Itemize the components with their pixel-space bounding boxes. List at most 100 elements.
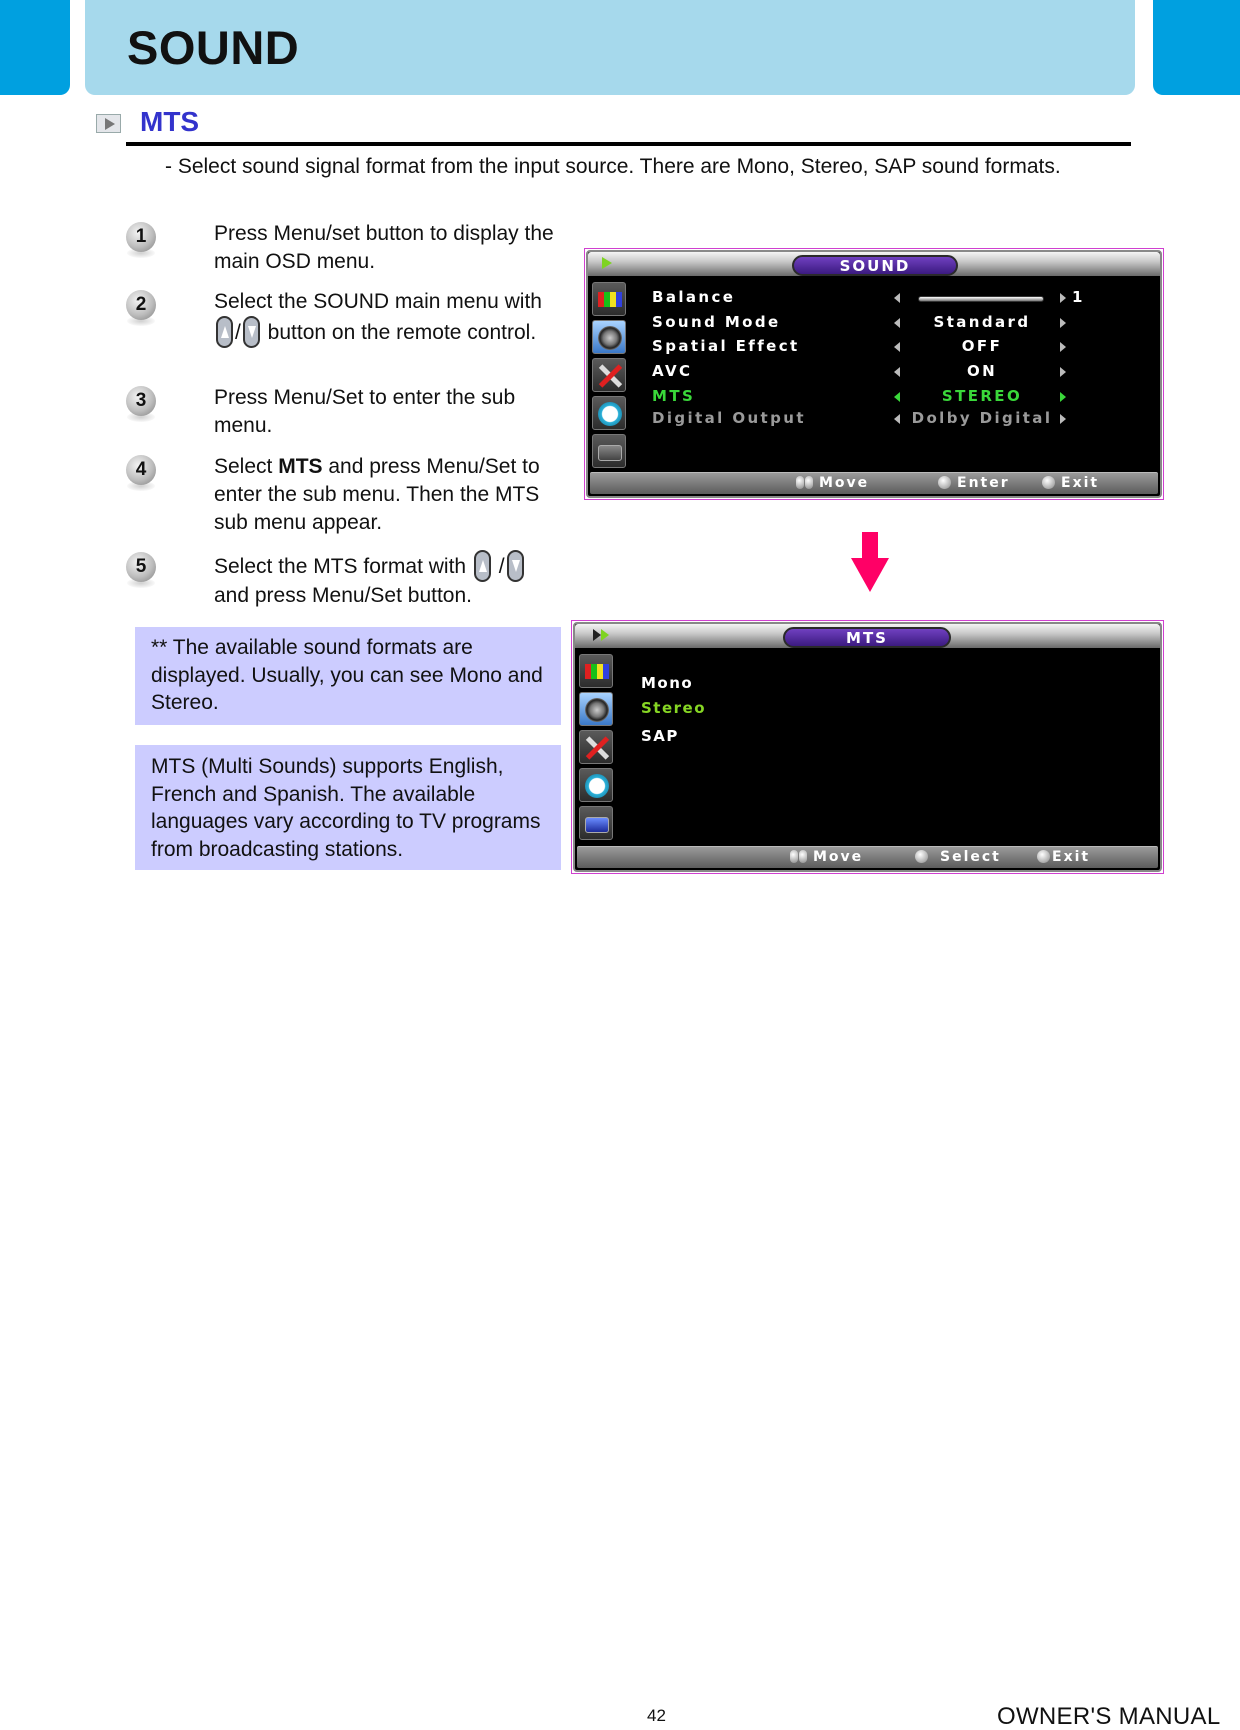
osd-title: SOUND [792, 255, 958, 276]
step-text-before: Select the MTS format with [214, 555, 472, 578]
remote-up-button-icon [473, 550, 491, 582]
remote-down-button-icon [506, 550, 524, 582]
step-text-before: Select the SOUND main menu with [214, 290, 542, 313]
hint-exit: Exit [1037, 849, 1090, 865]
timer-clock-icon[interactable] [592, 396, 626, 430]
tv-channel-icon[interactable] [592, 434, 626, 468]
mts-option-stereo[interactable]: Stereo [641, 699, 707, 717]
sound-mode-value: Standard [933, 313, 1031, 331]
osd-frame [584, 248, 1164, 500]
hint-exit-label: Exit [1061, 475, 1100, 491]
step-text-bold: MTS [278, 455, 323, 478]
osd-hint-bar: Move Enter Exit [590, 472, 1158, 494]
osd-item-sound-mode[interactable]: Sound Mode [652, 313, 781, 331]
osd-hint-bar: Move Select Exit [577, 846, 1158, 868]
exit-icon [1037, 850, 1050, 863]
osd-item-balance[interactable]: Balance [652, 288, 736, 306]
right-arrow-icon[interactable] [1060, 293, 1066, 303]
step-number: 3 [135, 390, 147, 411]
osd-category-icons [592, 282, 628, 472]
osd-mts-menu: MTS Mono Stereo SAP Move Select Exit [573, 622, 1162, 872]
right-arrow-icon[interactable] [1060, 342, 1066, 352]
hint-enter: Enter [938, 475, 1010, 491]
step-number: 4 [135, 459, 147, 480]
osd-item-digital-output[interactable]: Digital Output [652, 409, 806, 427]
note-box-formats: ** The available sound formats are displ… [135, 627, 561, 725]
step-text-content: Press Menu/set button to display the mai… [214, 222, 554, 273]
right-arrow-icon[interactable] [1060, 367, 1066, 377]
up-down-icon [799, 850, 807, 863]
step-text: Press Menu/set button to display the mai… [214, 220, 559, 276]
step-text-content: Press Menu/Set to enter the sub menu. [214, 386, 516, 437]
step-text-after: and press Menu/Set to enter the sub menu… [214, 455, 540, 534]
sound-icon[interactable] [592, 320, 626, 354]
down-arrow-icon [851, 532, 889, 592]
hint-move: Move [790, 849, 863, 865]
hint-exit: Exit [1042, 475, 1099, 491]
left-arrow-icon[interactable] [894, 293, 900, 303]
spatial-effect-value: OFF [961, 337, 1003, 355]
timer-clock-icon[interactable] [579, 768, 613, 802]
step-number-badge-icon: 2 [124, 290, 158, 330]
left-arrow-icon[interactable] [894, 392, 900, 402]
osd-item-mts[interactable]: MTS [652, 387, 696, 405]
step-text: Select the MTS format with /and press Me… [214, 550, 559, 610]
mts-option-mono[interactable]: Mono [641, 674, 694, 692]
osd-item-spatial-effect[interactable]: Spatial Effect [652, 337, 800, 355]
remote-up-button-icon [216, 316, 233, 348]
play-icon [602, 257, 612, 269]
avc-value: ON [966, 362, 998, 380]
left-arrow-icon[interactable] [894, 414, 900, 424]
hint-enter-label: Enter [957, 475, 1010, 491]
step-separator: / [498, 555, 505, 578]
header-band-right [1153, 0, 1240, 95]
right-arrow-icon[interactable] [1060, 318, 1066, 328]
note-text: MTS (Multi Sounds) supports English, Fre… [151, 755, 541, 861]
mts-option-sap[interactable]: SAP [641, 727, 679, 745]
enter-icon [938, 476, 951, 489]
tv-channel-icon[interactable] [579, 806, 613, 840]
step-text-after: button on the remote control. [261, 321, 537, 344]
header-band-left [0, 0, 70, 95]
step-text: Select MTS and press Menu/Set to enter t… [214, 453, 559, 537]
hint-select-label: Select [940, 849, 1001, 865]
step-text: Select the SOUND main menu with / button… [214, 288, 559, 348]
picture-icon[interactable] [579, 654, 613, 688]
step-number-badge-icon: 5 [124, 552, 158, 592]
step-number: 1 [135, 226, 147, 247]
osd-item-avc[interactable]: AVC [652, 362, 693, 380]
step-number: 5 [135, 556, 147, 577]
setup-tools-icon[interactable] [579, 730, 613, 764]
exit-icon [1042, 476, 1055, 489]
step-text-before: Select [214, 455, 279, 478]
footer-label: OWNER'S MANUAL [997, 1703, 1221, 1730]
osd-title-bar: SOUND [588, 252, 1160, 276]
step-number-badge-icon: 4 [124, 455, 158, 495]
header-band [85, 0, 1135, 95]
page-number: 42 [647, 1706, 666, 1725]
hint-exit-label: Exit [1052, 849, 1091, 865]
setup-tools-icon[interactable] [592, 358, 626, 392]
osd-sound-menu: SOUND Balance 1 Sound Mode Standard Spat… [586, 250, 1162, 498]
left-arrow-icon[interactable] [894, 318, 900, 328]
osd-title: MTS [783, 627, 951, 648]
left-arrow-icon[interactable] [894, 367, 900, 377]
step-separator: / [235, 321, 241, 344]
digital-output-value: Dolby Digital [911, 409, 1053, 427]
balance-slider[interactable] [918, 296, 1044, 302]
hint-move-label: Move [813, 849, 864, 865]
up-down-icon [790, 850, 798, 863]
right-arrow-icon[interactable] [1060, 414, 1066, 424]
hint-move-label: Move [819, 475, 870, 491]
left-arrow-icon[interactable] [894, 342, 900, 352]
note-box-languages: MTS (Multi Sounds) supports English, Fre… [135, 745, 561, 870]
right-arrow-icon[interactable] [1060, 392, 1066, 402]
remote-down-button-icon [242, 316, 260, 348]
double-play-icon [593, 629, 609, 641]
picture-icon[interactable] [592, 282, 626, 316]
osd-title-bar: MTS [575, 624, 1160, 648]
balance-value: 1 [1072, 288, 1085, 306]
osd-category-icons [579, 654, 615, 844]
sound-icon[interactable] [579, 692, 613, 726]
hint-move: Move [796, 475, 869, 491]
